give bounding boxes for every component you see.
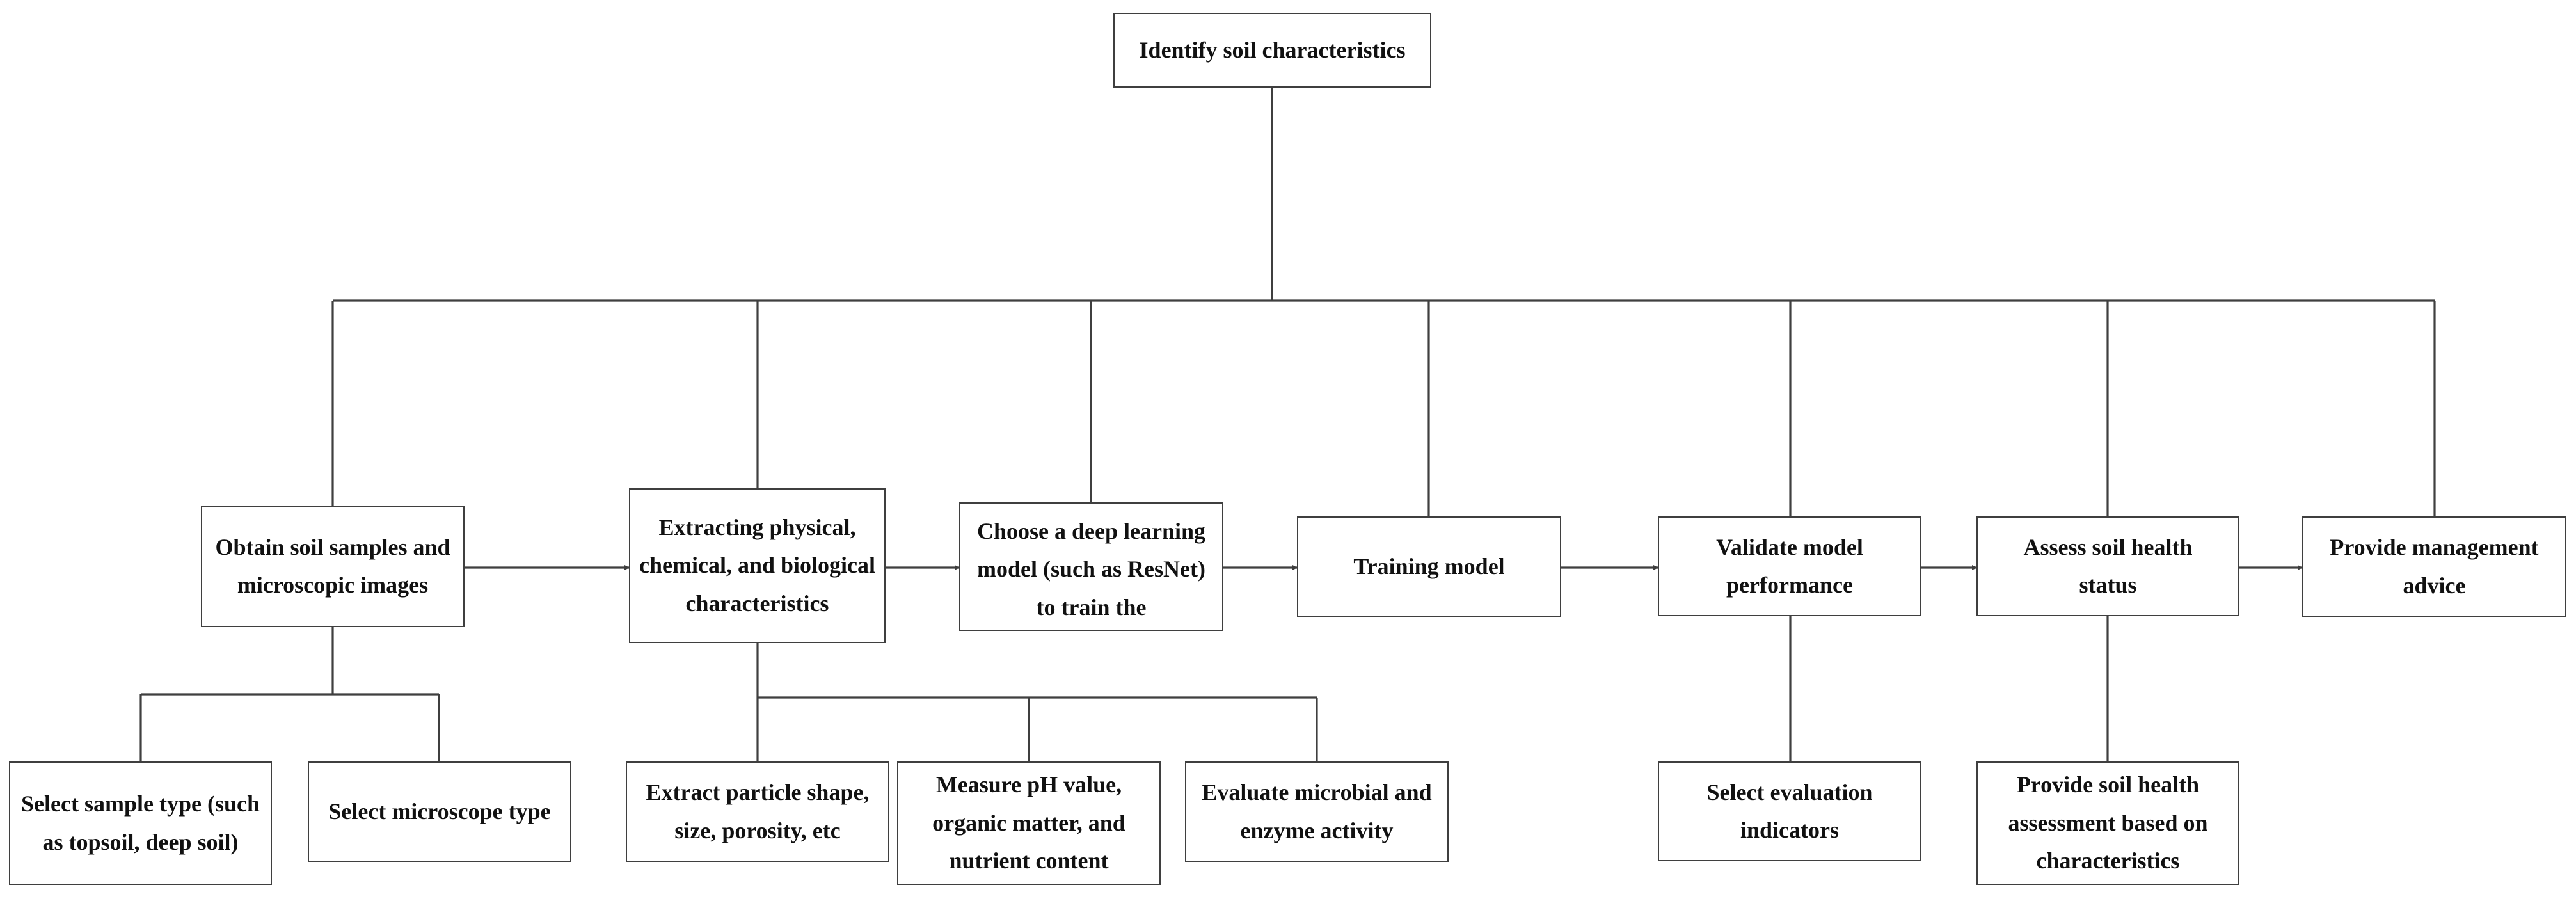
node-obtain-label: Obtain soil samples and microscopic imag… — [215, 534, 450, 598]
node-root: Identify soil characteristics — [1113, 13, 1431, 88]
node-advice-label: Provide management advice — [2330, 534, 2539, 598]
node-indicators-label: Select evaluation indicators — [1706, 779, 1873, 843]
node-root-label: Identify soil characteristics — [1139, 36, 1406, 63]
node-validate-label: Validate model performance — [1716, 534, 1863, 598]
node-health: Provide soil health assessment based on … — [1976, 761, 2239, 885]
node-assess-label: Assess soil health status — [2023, 534, 2193, 598]
node-particle-label: Extract particle shape, size, porosity, … — [646, 779, 870, 843]
node-ph-label: Measure pH value, organic matter, and nu… — [932, 772, 1125, 874]
node-microscope: Select microscope type — [308, 761, 571, 862]
node-particle: Extract particle shape, size, porosity, … — [626, 761, 889, 862]
node-indicators: Select evaluation indicators — [1658, 761, 1921, 861]
node-training: Training model — [1297, 516, 1561, 617]
node-sample-type: Select sample type (such as topsoil, dee… — [9, 761, 272, 885]
node-assess: Assess soil health status — [1976, 516, 2239, 616]
node-sample-type-label: Select sample type (such as topsoil, dee… — [21, 791, 260, 855]
node-advice: Provide management advice — [2302, 516, 2566, 617]
node-microscope-label: Select microscope type — [328, 798, 551, 824]
node-extract-label: Extracting physical, chemical, and biolo… — [639, 514, 875, 616]
node-training-label: Training model — [1353, 553, 1505, 579]
node-choose-label: Choose a deep learning model (such as Re… — [976, 518, 1205, 620]
node-choose: Choose a deep learning model (such as Re… — [959, 502, 1223, 631]
node-ph: Measure pH value, organic matter, and nu… — [897, 761, 1161, 885]
node-health-label: Provide soil health assessment based on … — [2008, 772, 2208, 874]
node-extract: Extracting physical, chemical, and biolo… — [629, 488, 886, 643]
node-validate: Validate model performance — [1658, 516, 1921, 616]
node-obtain: Obtain soil samples and microscopic imag… — [201, 506, 465, 627]
node-microbial: Evaluate microbial and enzyme activity — [1185, 761, 1449, 862]
node-microbial-label: Evaluate microbial and enzyme activity — [1202, 779, 1432, 843]
